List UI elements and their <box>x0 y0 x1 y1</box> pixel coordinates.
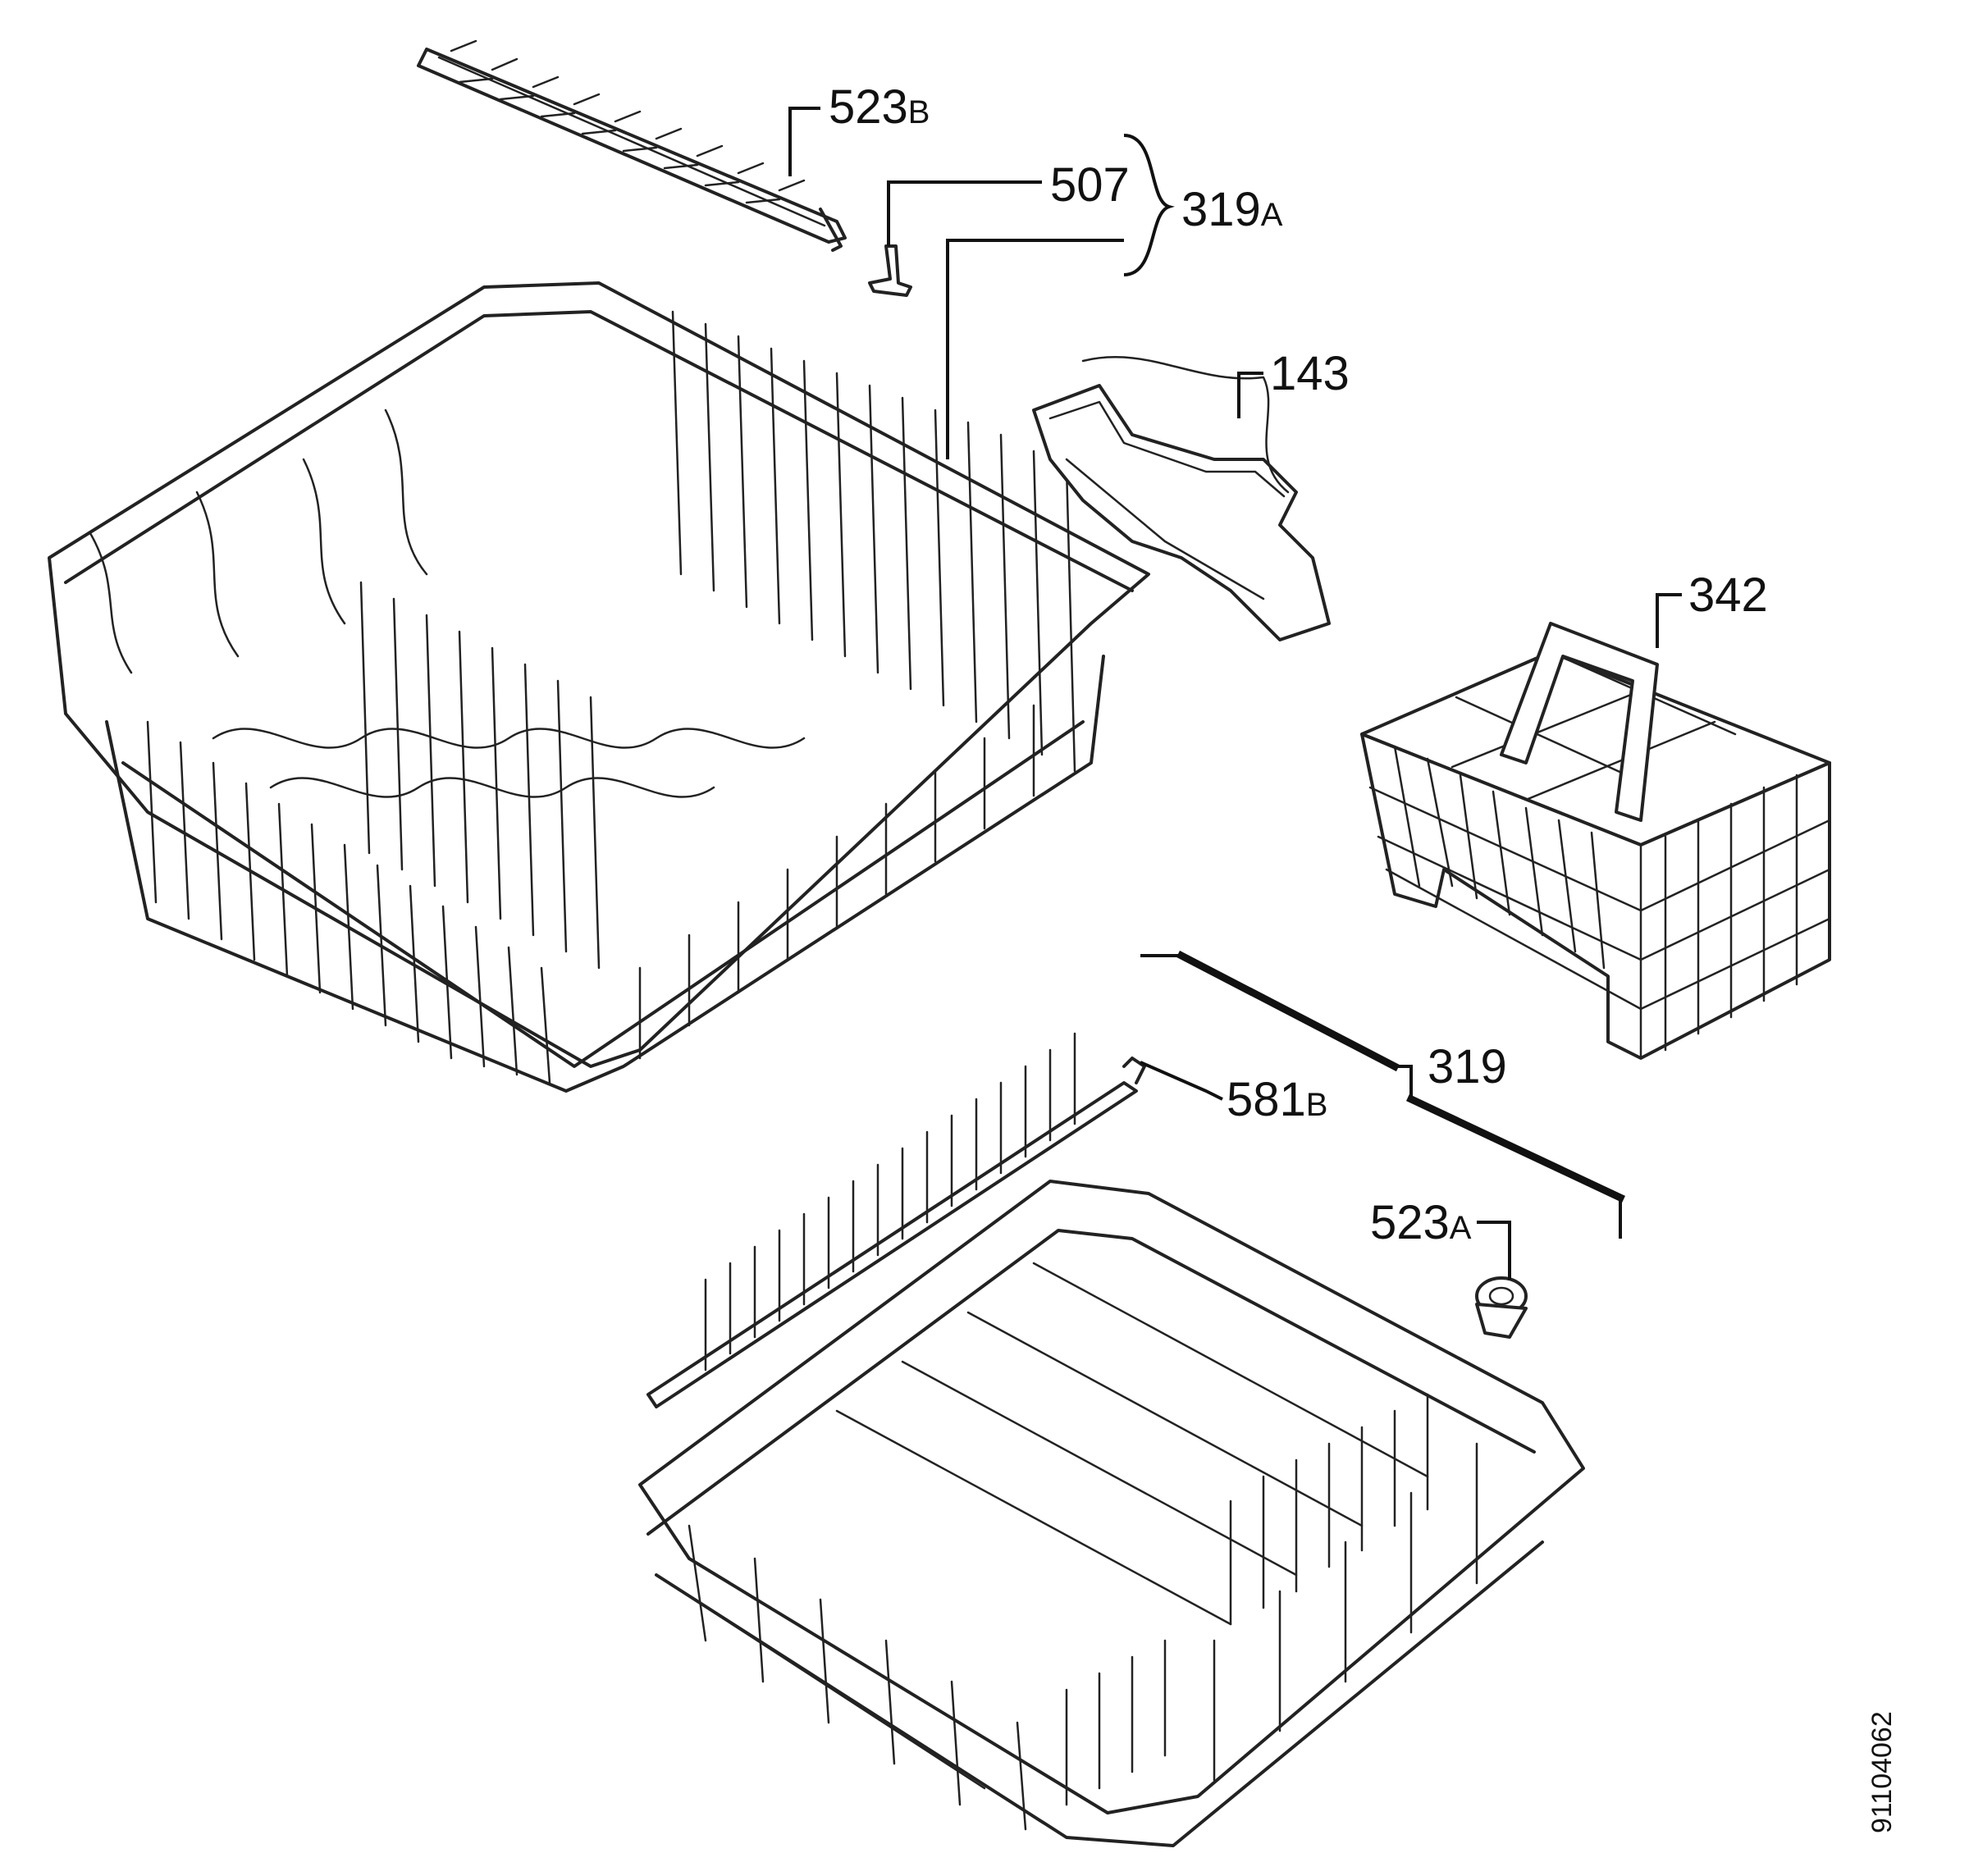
leader-581b <box>1140 1061 1223 1101</box>
bar-319-lower <box>1406 1094 1625 1203</box>
lower-basket[interactable] <box>638 1180 1585 1847</box>
leader-523a <box>1477 1221 1511 1280</box>
label-319: 319 <box>1428 1040 1507 1093</box>
leader-143 <box>1237 372 1263 418</box>
tine-row-581b[interactable] <box>646 1032 1146 1408</box>
label-143: 143 <box>1270 347 1350 400</box>
cup-rack-523b[interactable] <box>417 39 847 252</box>
wheel-523a[interactable] <box>1475 1276 1528 1339</box>
leader-319-connector <box>1140 954 1622 1239</box>
label-342: 342 <box>1688 568 1768 622</box>
clip-507[interactable] <box>868 244 912 297</box>
label-523a: 523A <box>1370 1196 1472 1249</box>
document-number: 91104062 <box>1866 1711 1898 1833</box>
leader-523b <box>788 107 820 176</box>
leader-319a-lower <box>946 239 1124 459</box>
leader-342 <box>1656 593 1682 648</box>
upper-basket-319[interactable] <box>48 281 1150 1093</box>
label-581b: 581B <box>1227 1073 1327 1126</box>
brace-319a <box>1123 134 1175 276</box>
bar-319 <box>1176 950 1400 1072</box>
leader-507 <box>887 180 1042 246</box>
label-507: 507 <box>1050 158 1130 212</box>
label-319a: 319A <box>1181 183 1283 236</box>
cutlery-basket-342[interactable] <box>1360 622 1831 1060</box>
spray-arm-143[interactable] <box>1032 356 1331 641</box>
label-523b: 523B <box>829 80 930 134</box>
